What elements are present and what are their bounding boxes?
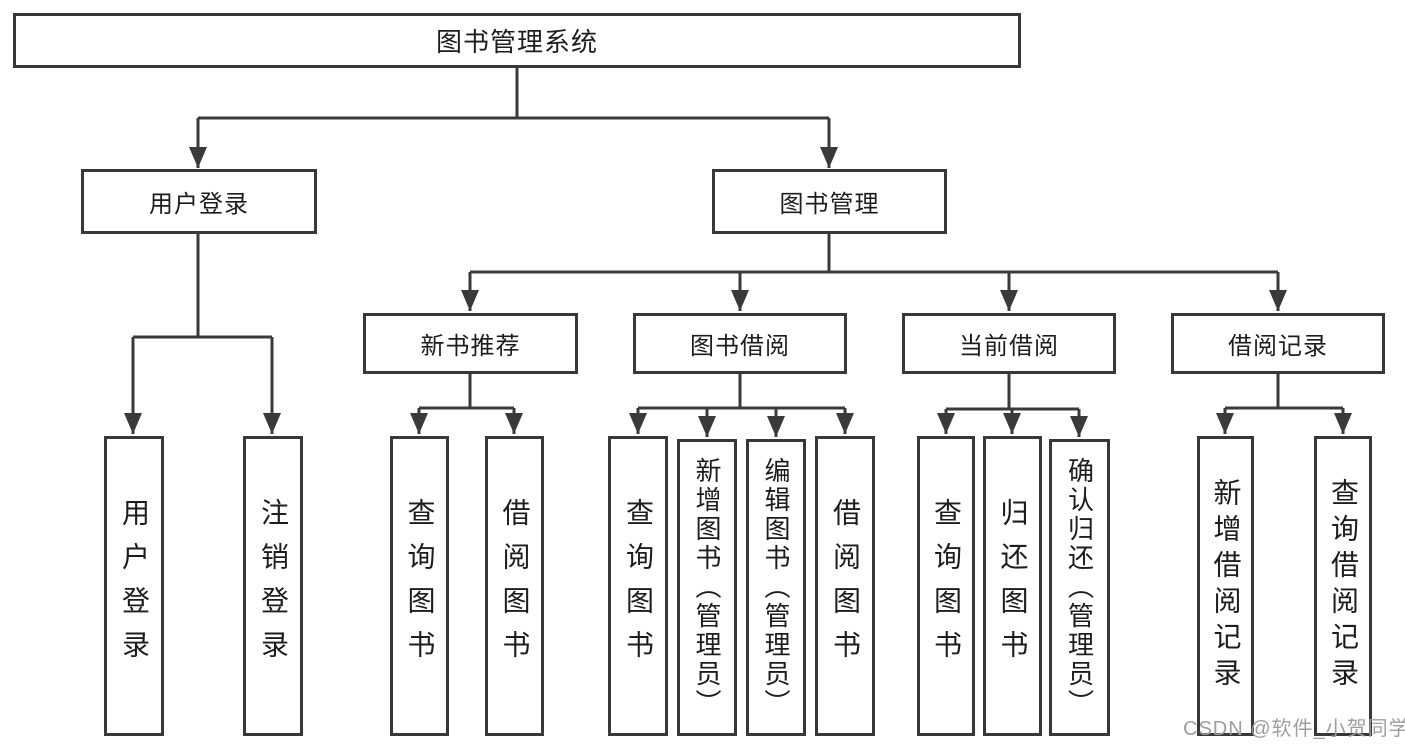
node-book-management: 图书管理 <box>712 169 947 234</box>
leaf-cu-return-books: 归还图书 <box>983 436 1042 736</box>
leaf-bw-edit-books-admin: 编辑图书（管理员） <box>746 439 806 736</box>
leaf-nb-borrow-books: 借阅图书 <box>485 436 544 736</box>
leaf-rc-query-record-label: 查询借阅记录 <box>1328 478 1359 694</box>
node-user-login: 用户登录 <box>81 169 317 234</box>
connector-bookmgmt-branch <box>470 234 1278 274</box>
node-current-borrow: 当前借阅 <box>902 313 1116 374</box>
leaf-bw-query-books: 查询图书 <box>608 436 668 736</box>
node-book-borrow: 图书借阅 <box>633 313 847 374</box>
leaf-rc-add-record: 新增借阅记录 <box>1197 436 1254 736</box>
connector-current-branch <box>946 374 1079 411</box>
leaf-bw-borrow-books: 借阅图书 <box>815 436 875 736</box>
leaf-nb-query-books-label: 查询图书 <box>404 498 436 674</box>
leaf-nb-query-books: 查询图书 <box>390 436 449 736</box>
leaf-bw-borrow-books-label: 借阅图书 <box>830 498 861 674</box>
node-new-book-recommend: 新书推荐 <box>363 313 578 374</box>
leaf-cu-confirm-return-admin: 确认归还（管理员） <box>1049 439 1110 736</box>
connector-records-branch <box>1225 374 1343 410</box>
leaf-bw-query-books-label: 查询图书 <box>623 498 654 674</box>
node-borrow-records: 借阅记录 <box>1171 313 1385 374</box>
connector-root-branch <box>198 68 829 120</box>
leaf-bw-add-books-admin-label: 新增图书（管理员） <box>692 457 722 718</box>
leaf-nb-borrow-books-label: 借阅图书 <box>499 498 531 674</box>
leaf-rc-query-record: 查询借阅记录 <box>1314 436 1372 736</box>
csdn-watermark: CSDN @软件_小贺同学 <box>1183 718 1405 740</box>
leaf-bw-add-books-admin: 新增图书（管理员） <box>677 439 737 736</box>
leaf-rc-add-record-label: 新增借阅记录 <box>1210 478 1242 694</box>
leaf-logout: 注销登录 <box>243 436 303 736</box>
leaf-user-login: 用户登录 <box>104 436 164 736</box>
leaf-user-login-label: 用户登录 <box>119 498 150 674</box>
node-root-library-system: 图书管理系统 <box>13 13 1021 68</box>
connector-borrow-branch <box>638 374 845 410</box>
leaf-cu-query-books: 查询图书 <box>917 436 975 736</box>
leaf-cu-return-books-label: 归还图书 <box>997 498 1029 674</box>
leaf-cu-query-books-label: 查询图书 <box>931 498 962 674</box>
connector-userlogin-branch <box>133 234 272 339</box>
connector-newbooks-branch <box>419 374 514 410</box>
leaf-bw-edit-books-admin-label: 编辑图书（管理员） <box>761 457 791 718</box>
leaf-logout-label: 注销登录 <box>258 498 289 674</box>
leaf-cu-confirm-return-admin-label: 确认归还（管理员） <box>1064 457 1095 718</box>
